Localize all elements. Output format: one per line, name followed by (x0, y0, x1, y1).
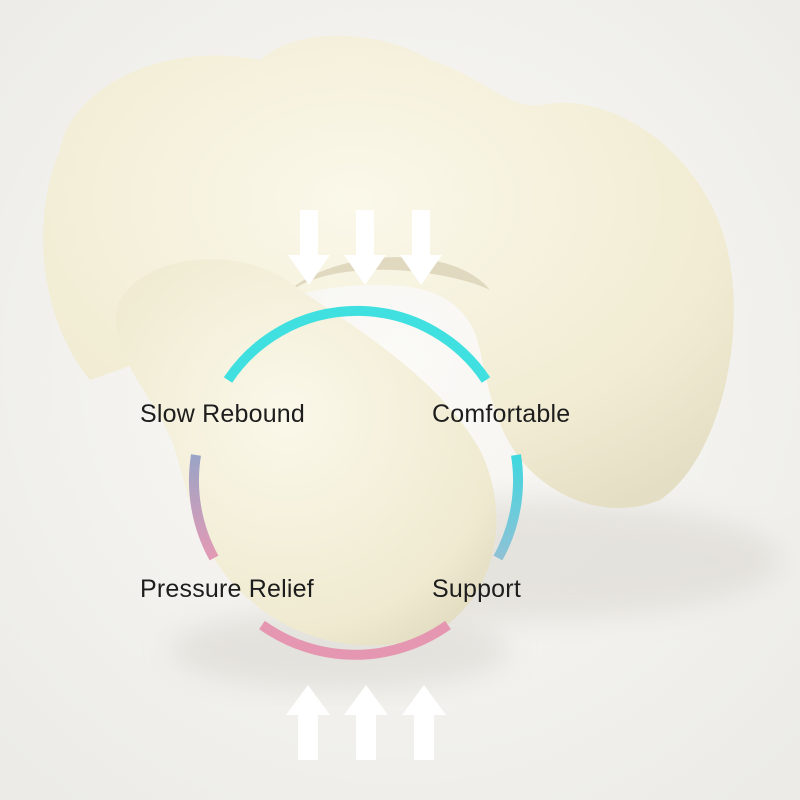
pillow-back (43, 35, 734, 509)
feature-label-support: Support (432, 575, 521, 603)
up-arrow-icon (286, 685, 330, 760)
ring-bottom-arc (259, 620, 451, 660)
feature-label-slow-rebound: Slow Rebound (140, 400, 306, 428)
down-arrow-icon (344, 210, 386, 285)
down-arrow-icon (400, 210, 442, 285)
up-arrow-icon (344, 685, 388, 760)
ring-right-arc (493, 454, 524, 561)
feature-label-comfortable: Comfortable (432, 400, 571, 428)
down-arrow-icon (288, 210, 330, 285)
up-arrow-icon (402, 685, 446, 760)
feature-label-pressure-relief: Pressure Relief (140, 575, 314, 603)
ring-top-arc (223, 305, 491, 383)
ring-left-arc (188, 454, 219, 561)
